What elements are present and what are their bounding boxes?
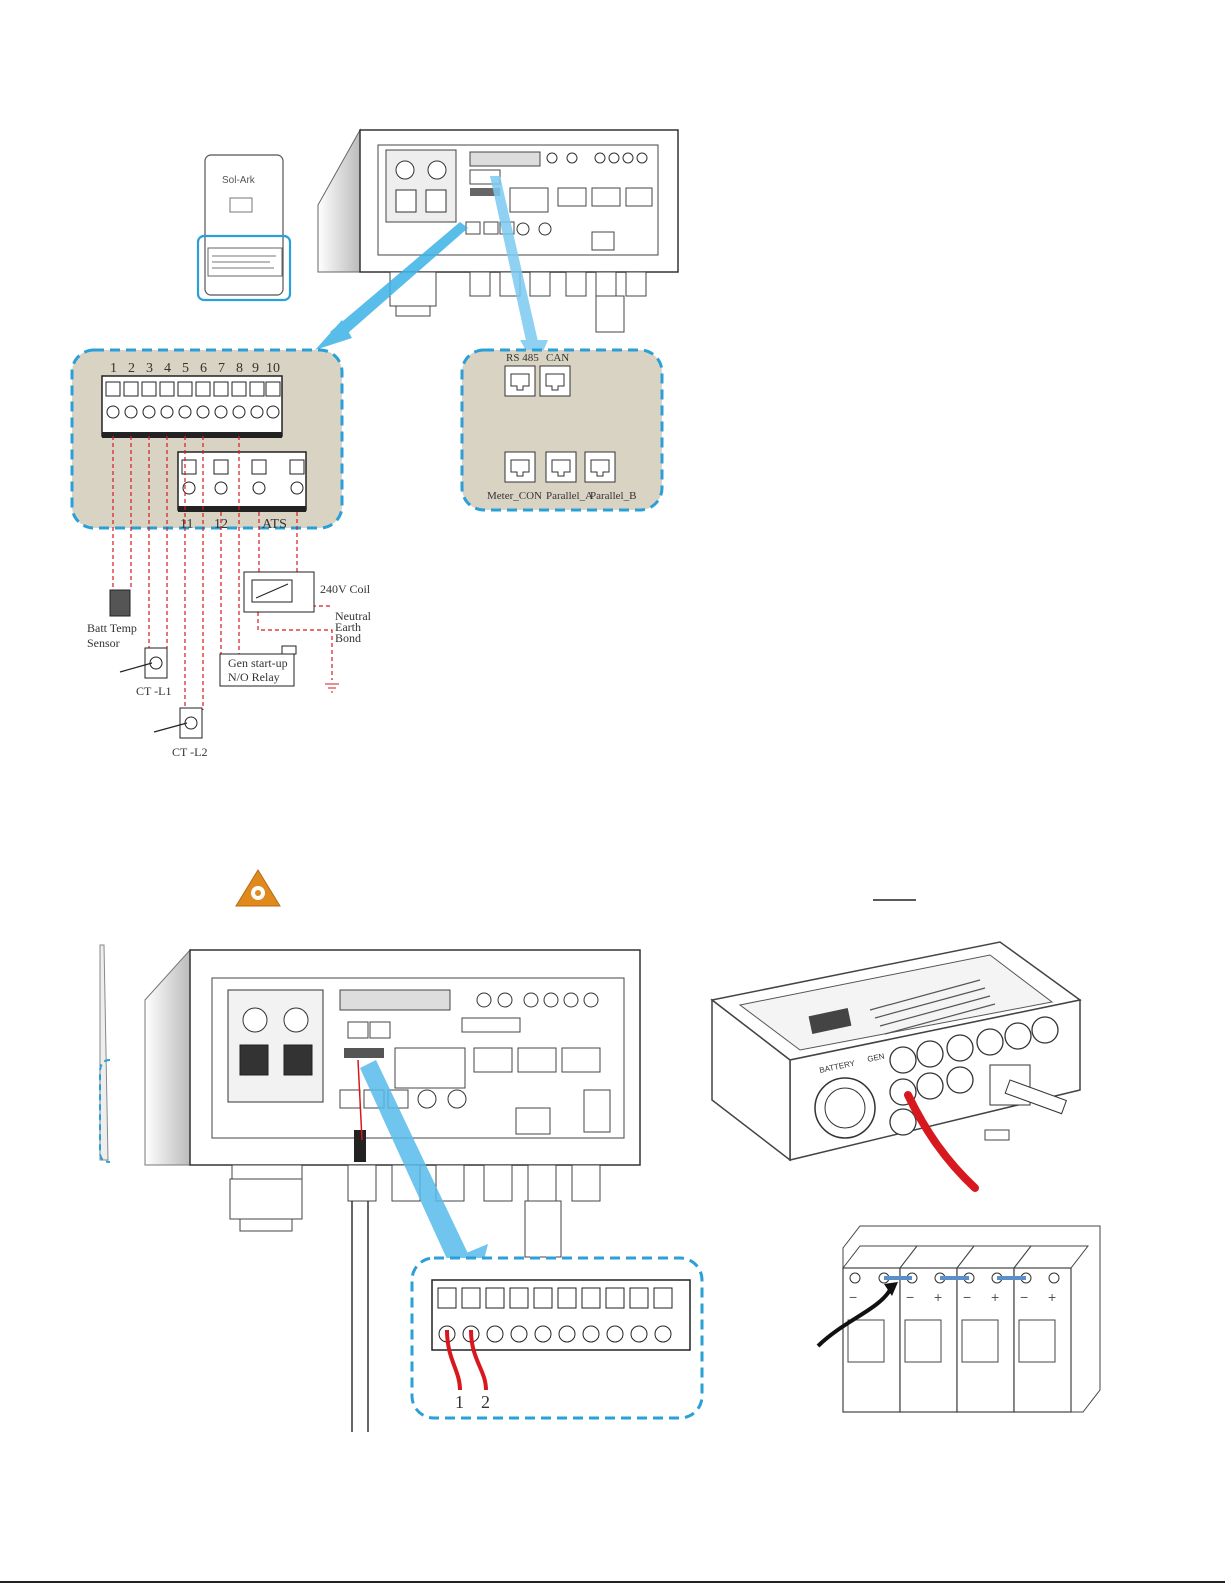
terminal-5-label: 5 (182, 361, 189, 376)
battery-4-pos-label: + (1048, 1289, 1056, 1305)
terminal-7-label: 7 (218, 361, 225, 376)
battery-3-neg-label: − (963, 1289, 971, 1305)
ct-l2-label: CT -L2 (172, 745, 207, 759)
sensor-label: Sensor (87, 636, 120, 650)
parallel-a-port (546, 452, 576, 482)
terminal-8-label: 8 (236, 361, 243, 376)
ats-label: ATS (262, 517, 287, 532)
ct-l1: CT -L1 (120, 648, 171, 698)
parallel-b-port (585, 452, 615, 482)
terminal-9-label: 9 (252, 361, 259, 376)
parallel-b-label: Parallel_B (590, 490, 636, 502)
can-port (540, 366, 570, 396)
battery-4-neg-label: − (1020, 1289, 1028, 1305)
batt-temp-label: Batt Temp (87, 621, 137, 635)
bond-label: Bond (335, 631, 361, 645)
gen-startup-label: Gen start-up (228, 656, 288, 670)
terminal-10-label: 10 (266, 361, 280, 376)
pin-1-label: 1 (455, 1392, 464, 1412)
batt-temp-sensor: Batt Temp Sensor (87, 590, 137, 650)
terminal-4-label: 4 (164, 361, 171, 376)
brand-logo: Sol-Ark (222, 175, 256, 186)
inverter-thumbnail: Sol-Ark (198, 155, 290, 300)
inverter-case-isometric: BATTERY GEN (712, 942, 1080, 1188)
battery-2-neg-label: − (906, 1289, 914, 1305)
comm-ports-zoom: RS 485 CAN Meter_CON Parallel_A Parallel… (462, 350, 662, 510)
meter-con-port (505, 452, 535, 482)
pin-2-label: 2 (481, 1392, 490, 1412)
terminal-2-label: 2 (128, 361, 135, 376)
battery-bank: − − + − + − + (818, 1226, 1100, 1412)
tip-icon (236, 870, 280, 906)
coil-label: 240V Coil (320, 582, 371, 596)
parallel-a-label: Parallel_A (546, 490, 593, 502)
rs485-port (505, 366, 535, 396)
ct-l2: CT -L2 (154, 708, 207, 759)
rs485-label: RS 485 (506, 352, 539, 364)
battery-1-neg-label: − (849, 1289, 857, 1305)
meter-con-label: Meter_CON (487, 490, 542, 502)
relay-11-label: 11 (180, 517, 193, 532)
ct-l1-label: CT -L1 (136, 684, 171, 698)
no-relay-label: N/O Relay (228, 670, 280, 684)
can-label: CAN (546, 352, 569, 364)
terminal-3-label: 3 (146, 361, 153, 376)
terminal-block-zoom: 1 2 3 4 5 6 7 8 9 10 (72, 350, 342, 532)
gen-relay: Gen start-up N/O Relay (220, 646, 296, 686)
terminal-zoom-bottom: 1 2 (412, 1258, 702, 1418)
battery-3-pos-label: + (991, 1289, 999, 1305)
terminal-6-label: 6 (200, 361, 207, 376)
terminal-1-label: 1 (110, 361, 117, 376)
battery-2-pos-label: + (934, 1289, 942, 1305)
